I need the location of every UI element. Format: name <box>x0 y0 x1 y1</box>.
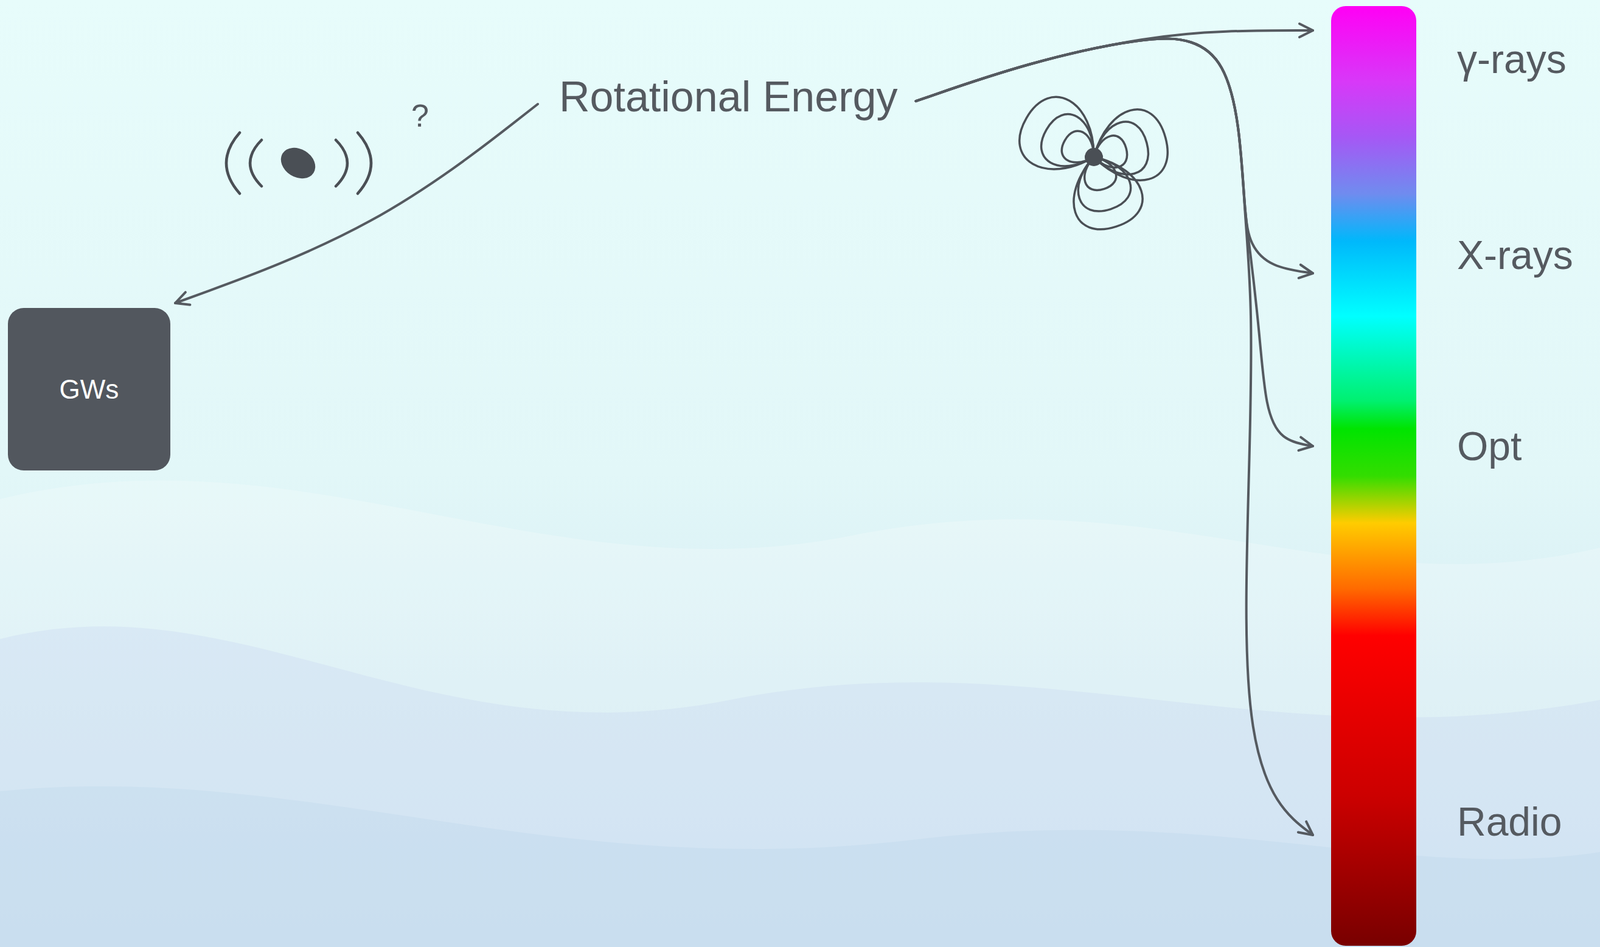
neutron-star <box>1084 147 1103 167</box>
node-text: Rotational Energy <box>559 72 898 122</box>
field-lobe <box>1084 103 1175 192</box>
spectrum-bar <box>1331 6 1417 946</box>
node-text: γ-rays <box>1457 28 1599 90</box>
field-lobe <box>1060 146 1150 237</box>
spectrum-band: Radio <box>1331 790 1599 852</box>
energy-arrow <box>915 38 1313 835</box>
energy-arrow <box>915 38 1313 274</box>
note-label: ? <box>411 97 429 134</box>
field-line <box>1008 86 1113 189</box>
gw-wave-arc <box>226 132 240 194</box>
node-text: X-rays <box>1457 224 1599 286</box>
energy-arrow <box>175 104 538 303</box>
gw-emitter-icon <box>226 132 372 194</box>
gw-wave-arc <box>250 139 262 187</box>
field-line <box>1060 146 1150 237</box>
node-text: Radio <box>1457 790 1599 852</box>
spectrum-band: X-rays <box>1331 224 1599 286</box>
node-text: Opt <box>1457 415 1599 477</box>
field-lobe <box>1008 86 1113 189</box>
energy-arrow <box>915 30 1313 101</box>
spectrum-band: Opt <box>1331 415 1599 477</box>
gw-source <box>274 141 321 185</box>
energy-arrow <box>915 38 1313 446</box>
field-line <box>1084 103 1175 192</box>
output-box: GWs <box>7 307 171 471</box>
magnetic-dipole-icon <box>1008 86 1175 238</box>
gw-wave-arc <box>357 132 372 194</box>
spectrum-band: γ-rays <box>1331 28 1599 90</box>
node-text: GWs <box>59 374 120 405</box>
gw-wave-arc <box>335 139 348 187</box>
source-label: Rotational Energy <box>559 72 898 122</box>
